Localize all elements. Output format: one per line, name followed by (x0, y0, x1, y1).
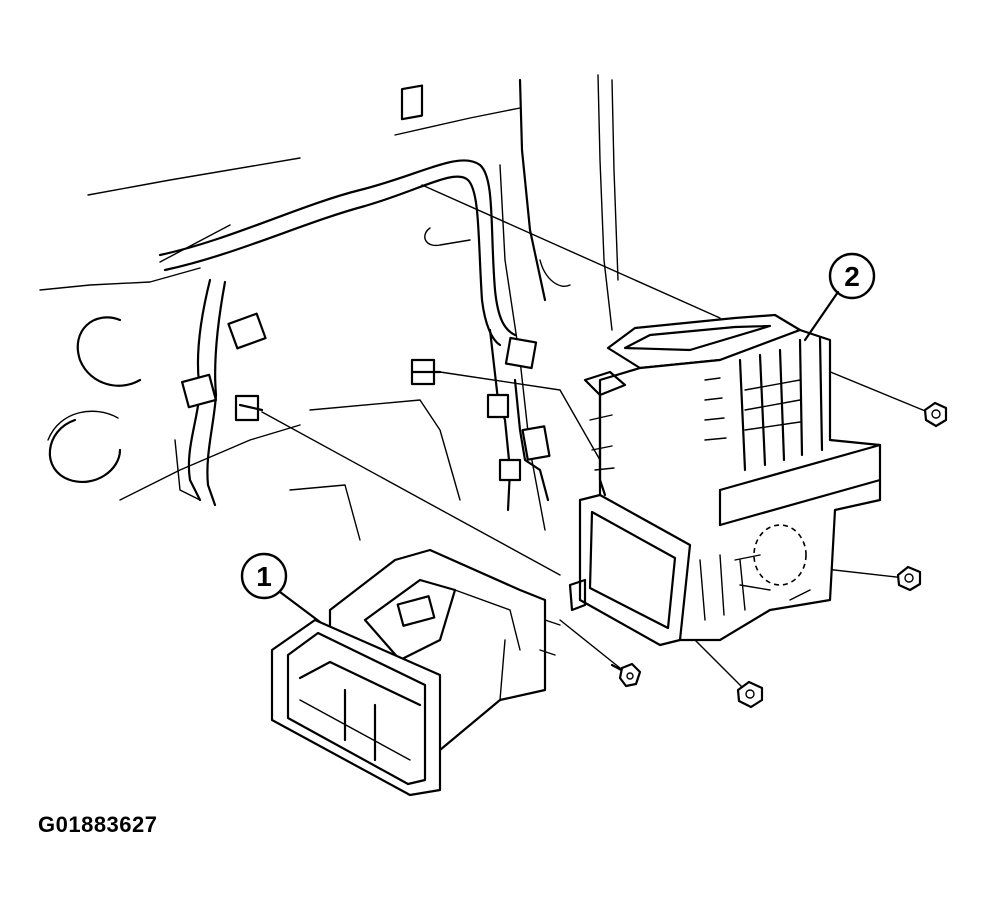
dashboard-structure (39, 74, 621, 621)
fasteners (610, 401, 948, 709)
nut-upper-right (923, 401, 948, 428)
callout-2-leader (803, 290, 840, 342)
callout-2-circle (828, 252, 876, 300)
callout-2-label: 2 (844, 261, 860, 292)
callout-2: 2 (803, 252, 876, 342)
nut-lower (736, 680, 764, 709)
callout-1-circle (240, 552, 288, 600)
air-duct (270, 548, 561, 797)
callout-1-label: 1 (256, 561, 272, 592)
figure-code: G01883627 (38, 812, 158, 837)
dash-clips (234, 84, 442, 422)
wire-harness (158, 159, 551, 512)
callout-1-leader (278, 590, 322, 624)
heater-unit (568, 313, 882, 647)
callout-1: 1 (240, 552, 322, 624)
screw-lower (610, 662, 642, 688)
nut-middle-right (896, 565, 922, 592)
